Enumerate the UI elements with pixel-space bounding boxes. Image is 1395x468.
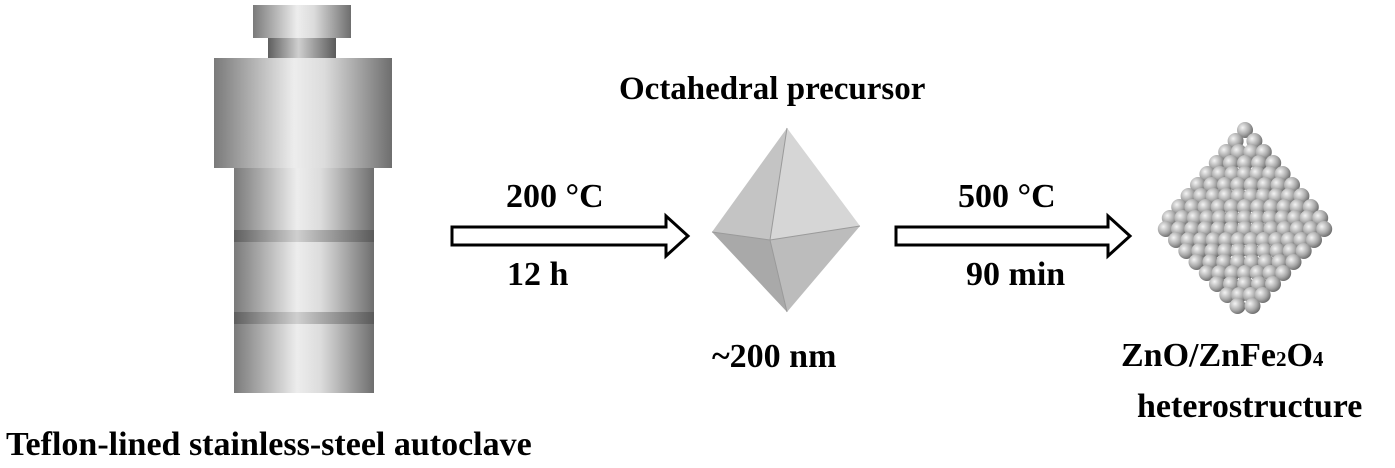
nanoparticle-sphere: [1244, 298, 1261, 314]
nanoparticle-sphere: [1237, 265, 1253, 281]
arrow-2-icon: [894, 212, 1133, 260]
nanoparticle-sphere: [1157, 221, 1174, 237]
product-label: heterostructure: [1137, 388, 1363, 425]
nanoparticle-sphere: [1229, 298, 1246, 314]
nanoparticle-sphere: [1237, 155, 1253, 171]
autoclave-neck: [268, 38, 336, 58]
step1-duration: 12 h: [507, 256, 569, 293]
octahedron-icon: [711, 127, 861, 313]
nanoparticle-sphere: [1295, 243, 1312, 259]
precursor-size: ~200 nm: [712, 338, 837, 375]
autoclave-groove-2: [234, 312, 374, 324]
autoclave-cap: [253, 5, 351, 38]
nanoparticle-sphere: [1265, 276, 1281, 292]
arrow-1-icon: [450, 212, 691, 260]
heterostructure-particle-icon: [1157, 122, 1333, 314]
nanoparticle-sphere: [1237, 122, 1253, 138]
product-formula: ZnO/ZnFe2O4: [1121, 339, 1323, 373]
step2-duration: 90 min: [966, 256, 1066, 293]
nanoparticle-sphere: [1254, 287, 1271, 303]
nanoparticle-sphere: [1178, 243, 1195, 259]
formula-mid: O: [1286, 337, 1313, 374]
nanoparticle-sphere: [1168, 232, 1184, 248]
nanoparticle-sphere: [1316, 221, 1333, 237]
nanoparticle-sphere: [1219, 287, 1236, 303]
nanoparticle-sphere: [1237, 199, 1253, 215]
nanoparticle-sphere: [1209, 276, 1225, 292]
nanoparticle-sphere: [1306, 232, 1322, 248]
nanoparticle-sphere: [1275, 265, 1292, 281]
nanoparticle-sphere: [1198, 265, 1215, 281]
autoclave-icon: [214, 5, 392, 393]
nanoparticle-sphere: [1285, 254, 1302, 270]
step1-temperature: 200 °C: [506, 178, 604, 215]
autoclave-label: Teflon-lined stainless-steel autoclave: [6, 426, 532, 463]
autoclave-lower-body: [234, 168, 374, 393]
formula-subscript-2: 4: [1312, 347, 1324, 371]
formula-subscript-1: 2: [1275, 347, 1287, 371]
autoclave-upper-body: [214, 58, 392, 168]
step2-temperature: 500 °C: [958, 178, 1056, 215]
nanoparticle-sphere: [1188, 254, 1205, 270]
autoclave-groove-1: [234, 230, 374, 242]
formula-prefix: ZnO/ZnFe: [1121, 337, 1276, 374]
precursor-title: Octahedral precursor: [619, 71, 926, 107]
nanoparticle-sphere: [1237, 210, 1253, 226]
